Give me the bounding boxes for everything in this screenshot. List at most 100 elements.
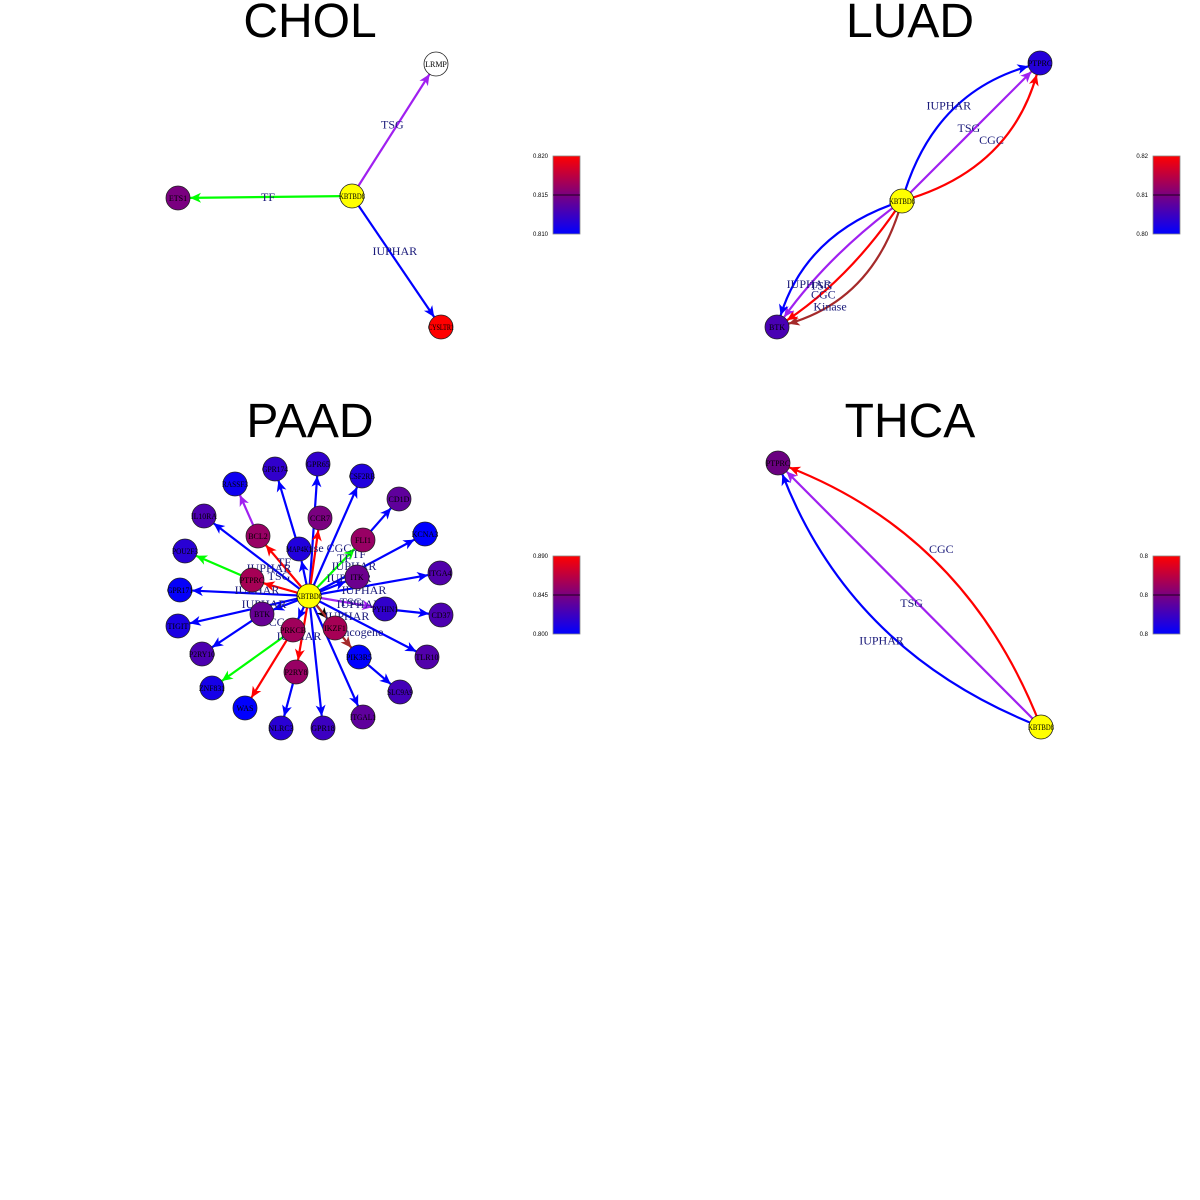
node-circle[interactable] [172,538,198,564]
node-circle[interactable] [280,617,306,643]
node-circle[interactable] [305,451,331,477]
gene-node-bcl2[interactable]: BCL2 [245,523,271,549]
node-circle[interactable] [286,536,312,562]
node-circle[interactable] [1027,50,1053,76]
gene-node-was[interactable]: WAS [232,695,258,721]
node-circle[interactable] [262,456,288,482]
gene-node-itga4[interactable]: ITGA4 [427,560,453,586]
gene-node-cysltr1[interactable]: CYSLTR1 [428,314,454,340]
gene-node-znf831[interactable]: ZNF831 [199,675,225,701]
arrowhead-icon [282,704,292,717]
arrowhead-icon [213,523,226,534]
node-label: KBTBD8 [339,192,365,201]
node-circle[interactable] [245,523,271,549]
node-circle[interactable] [350,527,376,553]
node-circle[interactable] [283,659,309,685]
node-circle[interactable] [344,564,370,590]
gene-node-ptprc[interactable]: PTPRC [1027,50,1053,76]
node-circle[interactable] [428,314,454,340]
gene-node-ptprc[interactable]: PTPRC [765,450,791,476]
node-circle[interactable] [1028,714,1054,740]
gene-node-nlrc3[interactable]: NLRC3 [268,715,294,741]
edge-cgc [786,200,903,322]
gene-node-cd37[interactable]: CD37 [428,602,454,628]
node-circle[interactable] [191,503,217,529]
gene-node-map4k1[interactable]: MAP4K1 [286,536,312,562]
node-circle[interactable] [372,596,398,622]
gene-node-p2ry8[interactable]: P2RY8 [283,659,309,685]
node-circle[interactable] [349,463,375,489]
node-circle[interactable] [296,583,322,609]
node-circle[interactable] [322,615,348,641]
gene-node-btk[interactable]: BTK [249,601,275,627]
node-circle[interactable] [889,188,915,214]
gene-node-ptprc[interactable]: PTPRC [239,567,265,593]
node-circle[interactable] [427,560,453,586]
gene-node-ets1[interactable]: ETS1 [165,185,191,211]
edge-label-tsg: TSG [810,279,833,293]
gene-node-kbtbd8[interactable]: KBTBD8 [339,183,365,209]
gene-node-kbtbd8[interactable]: KBTBD8 [889,188,915,214]
node-circle[interactable] [222,471,248,497]
node-label: CSF2RB [349,472,375,481]
gene-node-il10ra[interactable]: IL10RA [191,503,217,529]
gene-node-lrmp[interactable]: LRMP [423,51,449,77]
gene-node-slc9a9[interactable]: SLC9A9 [387,679,413,705]
gene-node-btk[interactable]: BTK [764,314,790,340]
gene-node-cd1d[interactable]: CD1D [386,486,412,512]
edge-iuphar [308,538,415,597]
gene-node-itgal1[interactable]: ITGAL1 [350,704,376,730]
node-label: MAP4K1 [286,545,312,554]
node-circle[interactable] [199,675,225,701]
arrowhead-icon [239,494,249,508]
node-circle[interactable] [386,486,412,512]
gene-node-kcna3[interactable]: KCNA3 [412,521,439,547]
node-circle[interactable] [346,644,372,670]
node-circle[interactable] [189,641,215,667]
node-circle[interactable] [765,450,791,476]
gene-node-gpr171[interactable]: GPR171 [167,577,193,603]
node-circle[interactable] [423,51,449,77]
node-circle[interactable] [339,183,365,209]
gene-node-tlr10[interactable]: TLR10 [414,644,440,670]
gene-node-fli1[interactable]: FLI1 [350,527,376,553]
gene-node-pou2f3[interactable]: POU2F3 [172,538,198,564]
gene-node-itk[interactable]: ITK [344,564,370,590]
gene-node-ccr7[interactable]: CCR7 [307,505,333,531]
gene-node-gpr65[interactable]: GPR65 [305,451,331,477]
node-circle[interactable] [412,521,438,547]
node-circle[interactable] [167,577,193,603]
node-circle[interactable] [350,704,376,730]
node-circle[interactable] [165,185,191,211]
edge-label-tf: TF [337,551,351,565]
edge-label-iuphar: IUPHAR [372,244,417,258]
gene-node-gpr18[interactable]: GPR18 [310,715,336,741]
arrowhead-icon [196,555,209,565]
gene-node-kbtbd8[interactable]: KBTBD8 [1028,714,1054,740]
gene-node-pyhin1[interactable]: PYHIN1 [372,596,398,622]
colorbar-chol: 0.820 0.815 0.810 [533,154,581,238]
node-circle[interactable] [764,314,790,340]
node-label: PIK3R5 [346,653,372,662]
node-circle[interactable] [232,695,258,721]
colorbar-tick-max: 0.820 [533,154,549,160]
gene-node-csf2rb[interactable]: CSF2RB [349,463,375,489]
gene-node-p2ry10[interactable]: P2RY10 [189,641,215,667]
node-circle[interactable] [307,505,333,531]
node-circle[interactable] [428,602,454,628]
node-circle[interactable] [414,644,440,670]
node-circle[interactable] [165,613,191,639]
gene-node-prkcb[interactable]: PRKCB [280,617,306,643]
gene-node-pik3r5[interactable]: PIK3R5 [346,644,372,670]
gene-node-kbtbd8[interactable]: KBTBD8 [296,583,322,609]
node-circle[interactable] [387,679,413,705]
node-circle[interactable] [268,715,294,741]
gene-node-ikzf1[interactable]: IKZF1 [322,615,348,641]
node-circle[interactable] [249,601,275,627]
node-circle[interactable] [310,715,336,741]
node-circle[interactable] [239,567,265,593]
gene-node-rassf3[interactable]: RASSF3 [222,471,248,497]
gene-node-gpr174[interactable]: GPR174 [262,456,288,482]
arrowhead-icon [298,607,308,620]
gene-node-tigit[interactable]: TIGIT [165,613,191,639]
